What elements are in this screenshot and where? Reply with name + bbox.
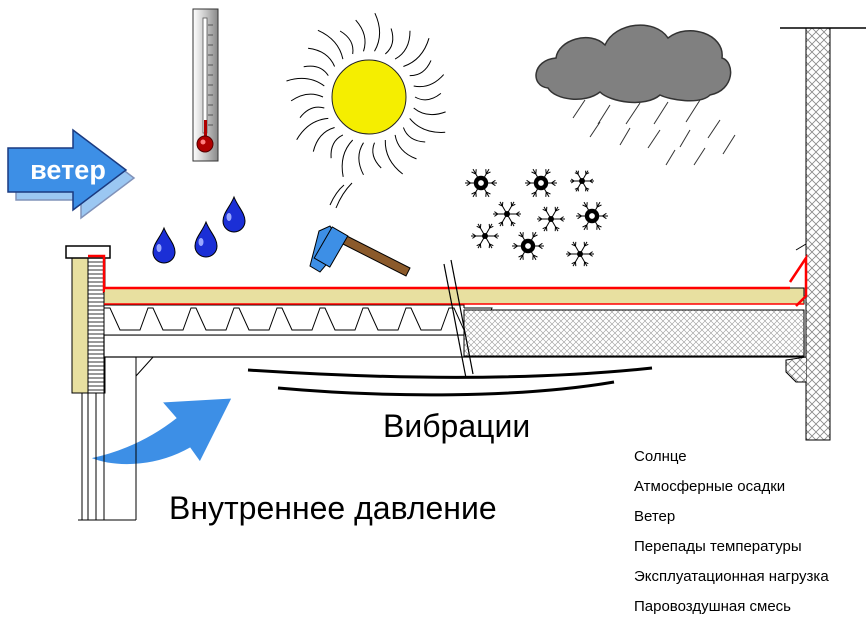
legend-item: Паровоздушная смесь [634, 597, 829, 627]
thermometer-icon [193, 9, 218, 161]
legend-item: Эксплуатационная нагрузка [634, 567, 829, 597]
legend-item: Перепады температуры [634, 537, 829, 567]
sun-icon [287, 13, 446, 177]
legend-item: Атмосферные осадки [634, 477, 829, 507]
legend-item: Солнце [634, 447, 829, 477]
legend: Солнце Атмосферные осадки Ветер Перепады… [634, 447, 829, 627]
vibration-label: Вибрации [383, 408, 530, 445]
hammer-icon [310, 183, 410, 276]
wind-label: ветер [14, 155, 122, 186]
snowflake-icon [465, 169, 608, 266]
rain-cloud-icon [536, 25, 735, 165]
vibration-arcs [248, 368, 652, 395]
internal-pressure-label: Внутреннее давление [169, 490, 497, 527]
legend-item: Ветер [634, 507, 829, 537]
water-drop-icon [153, 197, 245, 263]
pressure-arrow-icon [90, 398, 232, 465]
